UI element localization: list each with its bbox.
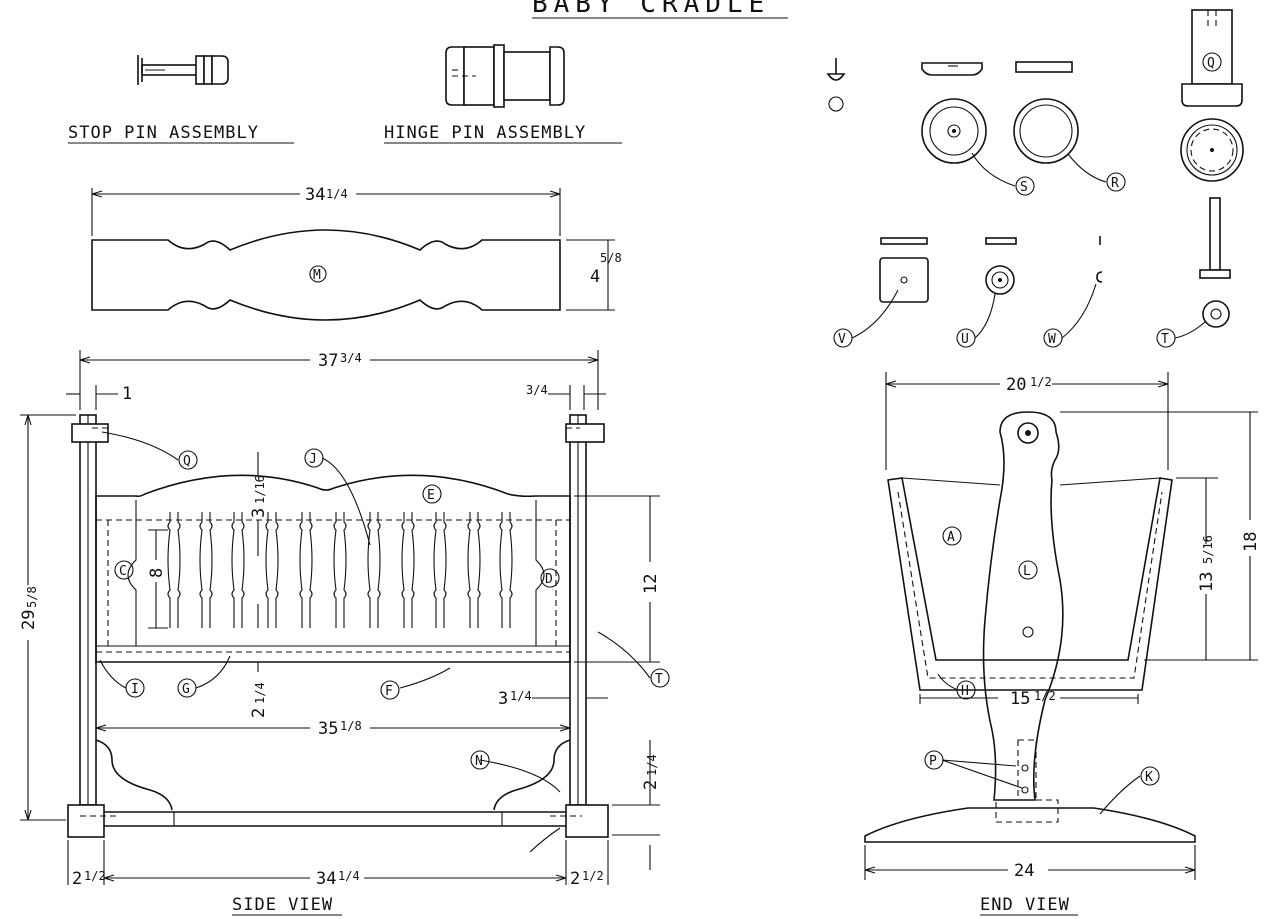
side-view-label: SIDE VIEW	[232, 895, 333, 915]
svg-text:P: P	[929, 754, 937, 769]
hinge-pin-assembly	[445, 44, 565, 108]
dim-m-length: 34	[305, 185, 325, 205]
spindles	[167, 512, 513, 628]
svg-text:J: J	[309, 452, 317, 467]
svg-text:F: F	[385, 684, 393, 699]
dim-end-bottom-frac: 1/2	[1034, 689, 1056, 703]
dim-overall-height: 29	[19, 610, 39, 630]
dim-overall-width-frac: 3/4	[340, 351, 362, 365]
stop-pin-label: STOP PIN ASSEMBLY	[68, 123, 259, 143]
dim-rail-top-frac: 1/16	[253, 475, 267, 504]
dim-m-height-frac: 5/8	[600, 251, 622, 265]
dim-end-base: 24	[1014, 861, 1034, 881]
dim-base-length-frac: 1/4	[338, 869, 360, 883]
dim-bottom-rail-frac: 1/4	[253, 682, 267, 704]
hinge-pin-label: HINGE PIN ASSEMBLY	[384, 123, 586, 143]
svg-text:T: T	[1161, 332, 1169, 347]
dim-base-length: 34	[316, 869, 336, 889]
svg-text:R: R	[1111, 176, 1119, 191]
svg-text:V: V	[838, 332, 846, 347]
svg-text:H: H	[961, 684, 969, 699]
svg-text:U: U	[961, 332, 969, 347]
svg-text:S: S	[1020, 180, 1028, 195]
dim-post-inset: 3	[498, 689, 508, 709]
drawing-title: BABY CRADLE	[532, 0, 770, 19]
svg-text:Q: Q	[1207, 56, 1215, 71]
svg-text:T: T	[655, 672, 663, 687]
svg-text:W: W	[1048, 332, 1056, 347]
svg-text:A: A	[947, 530, 955, 545]
part-m-label: M	[313, 268, 321, 283]
dim-m-height: 4	[590, 267, 600, 287]
dim-overall-height-frac: 5/8	[25, 586, 39, 608]
dim-foot-right-frac: 1/2	[582, 869, 604, 883]
svg-text:K: K	[1145, 770, 1153, 785]
dim-foot-right: 2	[570, 869, 580, 889]
svg-text:G: G	[182, 682, 190, 697]
dim-post-inset-frac: 1/4	[510, 689, 532, 703]
dim-end-side-frac: 5/16	[1201, 535, 1215, 564]
dim-end-height: 18	[1241, 532, 1261, 552]
svg-text:C: C	[119, 564, 127, 579]
svg-text:I: I	[131, 682, 139, 697]
dim-base-rise: 2	[641, 780, 661, 790]
svg-text:L: L	[1023, 564, 1031, 579]
dim-end-top-frac: 1/2	[1030, 375, 1052, 389]
dim-foot-left-frac: 1/2	[84, 869, 106, 883]
dim-rail-top: 3	[249, 508, 269, 518]
svg-text:N: N	[475, 754, 483, 769]
small-parts: S R Q V U W	[826, 9, 1244, 348]
dim-spindle: 8	[147, 568, 167, 578]
end-view-label: END VIEW	[980, 895, 1070, 915]
svg-text:E: E	[427, 488, 435, 503]
dim-post-thickness: 3/4	[526, 383, 548, 397]
svg-text:D: D	[545, 572, 553, 587]
dim-base-rise-frac: 1/4	[645, 754, 659, 776]
dim-inner-length: 35	[318, 719, 338, 739]
side-view: Q J E C D I G F T N	[20, 350, 670, 885]
dim-inner-length-frac: 1/8	[340, 719, 362, 733]
dim-end-side: 13	[1197, 572, 1217, 592]
dim-end-top: 20	[1006, 375, 1026, 395]
dim-foot-left: 2	[72, 869, 82, 889]
dim-bottom-rail: 2	[249, 708, 269, 718]
dim-m-length-frac: 1/4	[326, 187, 348, 201]
dim-box-height: 12	[641, 574, 661, 594]
stop-pin-assembly	[137, 55, 229, 85]
part-m-drawing	[91, 188, 615, 321]
dim-overall-width: 37	[318, 351, 338, 371]
dim-post-offset: 1	[122, 384, 132, 404]
svg-text:Q: Q	[183, 454, 191, 469]
end-view: A L H P K	[864, 372, 1258, 880]
dim-end-bottom: 15	[1010, 689, 1030, 709]
